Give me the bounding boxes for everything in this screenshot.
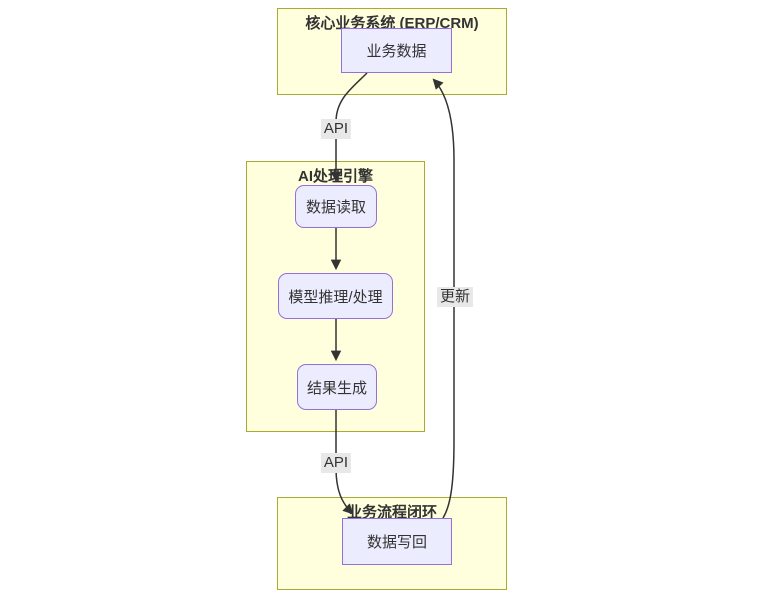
- edge-label-api-bottom: API: [320, 453, 352, 473]
- edge-label-api-top: API: [320, 119, 352, 139]
- node-biz-data-label: 业务数据: [366, 43, 427, 60]
- node-biz-data: 业务数据: [341, 28, 452, 73]
- node-model-infer: 模型推理/处理: [278, 273, 393, 319]
- cluster-process-loop-title: 业务流程闭环: [346, 504, 437, 521]
- node-result-gen-label: 结果生成: [306, 379, 367, 397]
- cluster-ai-engine-title: AI处理引擎: [297, 168, 373, 185]
- edge-label-update: 更新: [436, 287, 474, 307]
- node-data-write: 数据写回: [342, 518, 452, 565]
- node-result-gen: 结果生成: [297, 364, 377, 410]
- node-data-write-label: 数据写回: [366, 534, 427, 551]
- node-data-read: 数据读取: [295, 185, 377, 228]
- cluster-core-system-title: 核心业务系统 (ERP/CRM): [305, 15, 479, 32]
- node-data-read-label: 数据读取: [305, 199, 366, 216]
- node-model-infer-label: 模型推理/处理: [288, 288, 383, 306]
- cluster-core-system: 核心业务系统 (ERP/CRM): [277, 8, 507, 95]
